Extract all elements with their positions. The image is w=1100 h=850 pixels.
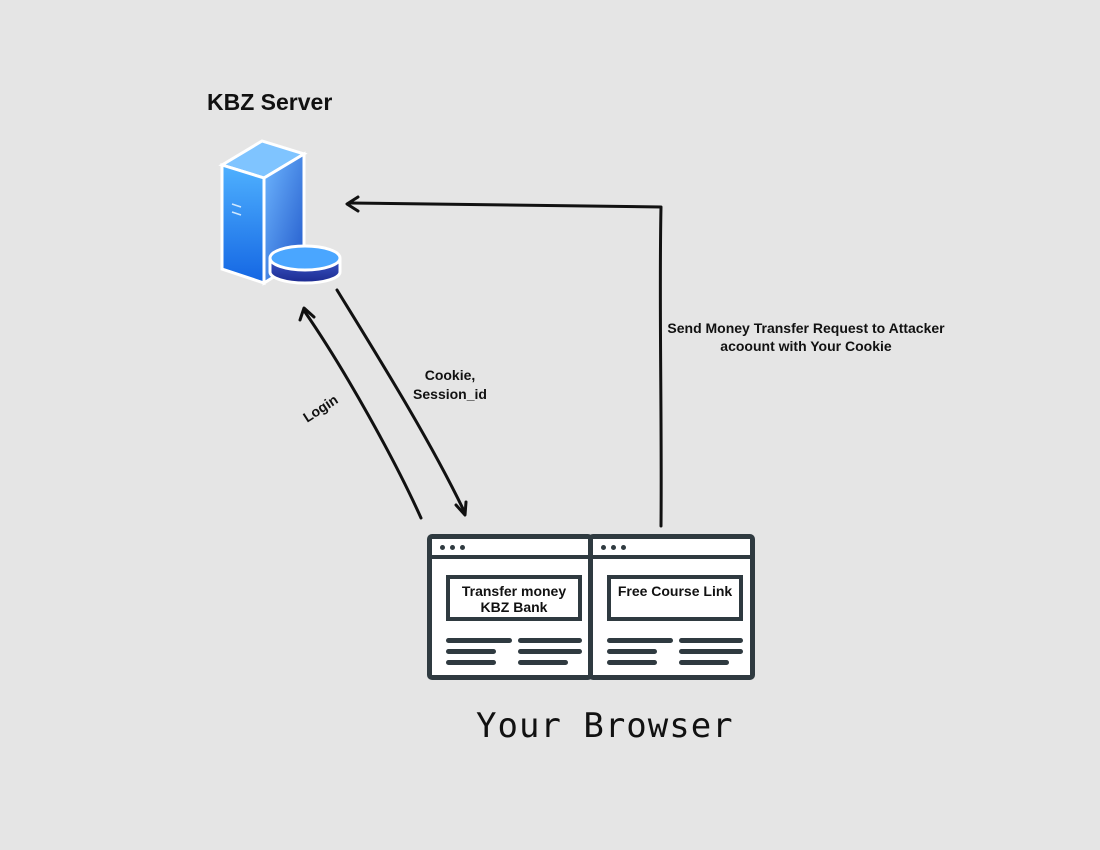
text-line	[679, 660, 729, 665]
text-line	[607, 638, 673, 643]
transfer-request-arrow	[345, 195, 663, 528]
login-arrow	[298, 306, 423, 520]
window-dot-icon	[611, 545, 616, 550]
tab-title-bar	[593, 539, 750, 559]
tab-title-bar	[432, 539, 588, 559]
browser-tab-bank: Transfer money KBZ Bank	[427, 534, 593, 680]
text-line	[679, 649, 743, 654]
transfer-request-label: Send Money Transfer Request to Attacker …	[667, 320, 945, 354]
free-course-link-content[interactable]: Free Course Link	[607, 575, 743, 621]
text-line	[518, 660, 568, 665]
window-dot-icon	[621, 545, 626, 550]
text-line	[446, 638, 512, 643]
bank-transfer-content: Transfer money KBZ Bank	[446, 575, 582, 621]
cookie-arrow	[335, 288, 468, 517]
server-title: KBZ Server	[207, 89, 333, 115]
text-line	[518, 638, 582, 643]
text-line	[446, 660, 496, 665]
text-line	[518, 649, 582, 654]
window-dot-icon	[440, 545, 445, 550]
text-line	[446, 649, 496, 654]
window-dot-icon	[450, 545, 455, 550]
text-line	[607, 649, 657, 654]
browser-title: Your Browser	[476, 706, 734, 746]
cookie-label: Cookie, Session_id	[413, 367, 487, 402]
text-line	[679, 638, 743, 643]
browser-tab-free-course: Free Course Link	[588, 534, 755, 680]
window-dot-icon	[460, 545, 465, 550]
window-dot-icon	[601, 545, 606, 550]
server-database-icon	[218, 139, 342, 286]
text-line	[607, 660, 657, 665]
